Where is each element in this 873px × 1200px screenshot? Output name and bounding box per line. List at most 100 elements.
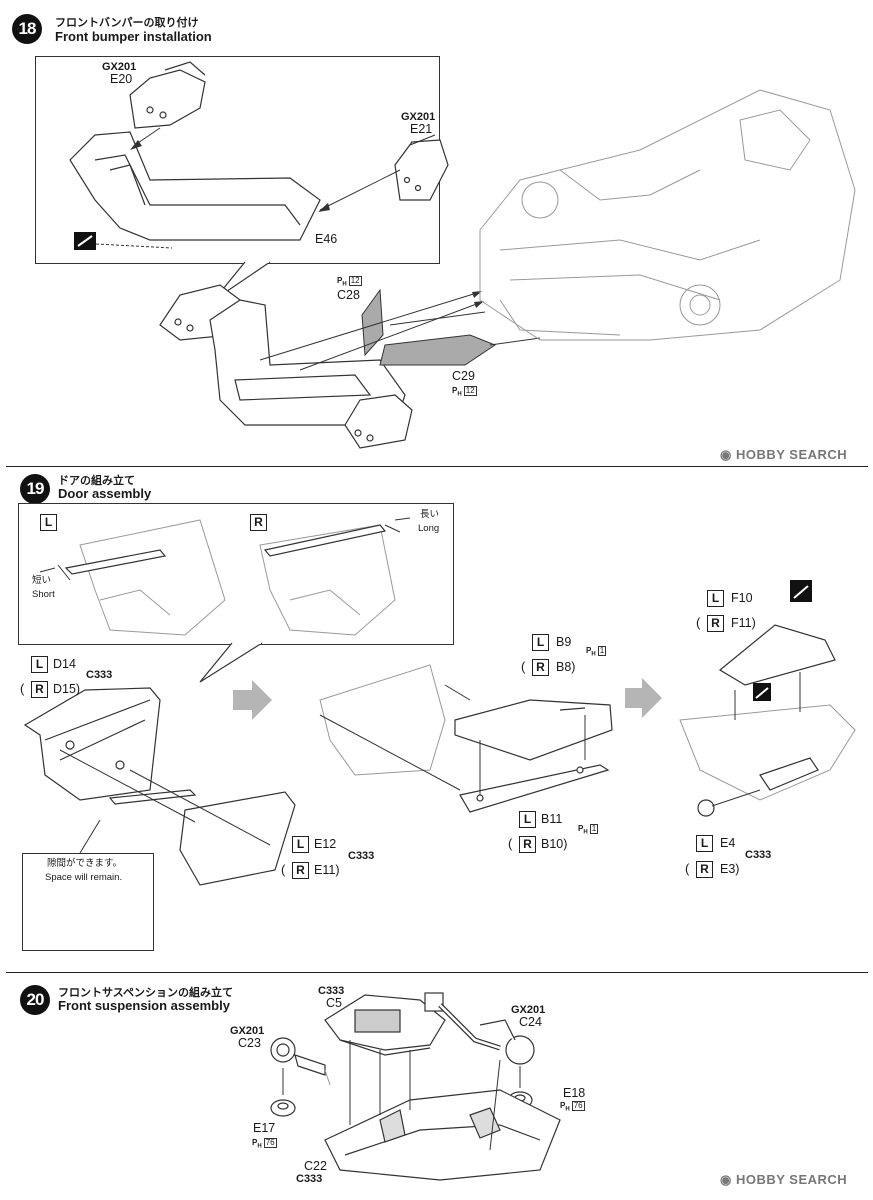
part-e17-drawing [270, 1099, 296, 1117]
c5-color-code: C333 [318, 985, 345, 997]
part-e11-right-tag: R [292, 862, 309, 879]
long-label-jp: 長い [420, 509, 440, 520]
c24-color-code: GX201 [511, 1004, 546, 1016]
part-b8-right-tag: R [532, 659, 549, 676]
c29-page-number: 12 [463, 386, 477, 396]
callout-right-tag: R [250, 514, 267, 531]
part-d14-color: C333 [86, 669, 113, 681]
c24-part-label: C24 [519, 1015, 542, 1029]
step-20-title-jp: フロントサスペンションの組み立て [58, 987, 234, 999]
part-f10-left-tag: L [707, 590, 724, 607]
c22-part-label: C22 [304, 1159, 327, 1173]
part-e3-label: E3) [720, 862, 740, 876]
e17-part-label: E17 [253, 1121, 276, 1135]
assembled-bumper-drawing [159, 284, 413, 449]
part-e21-drawing [394, 134, 449, 201]
part-d14-label: D14 [53, 657, 76, 671]
part-d15-right-tag: R [31, 681, 48, 698]
watermark-logo-icon: ◉ [720, 447, 736, 462]
part-e12-color: C333 [348, 850, 375, 862]
e20-color-code: GX201 [102, 61, 137, 73]
watermark-top: ◉ HOBBY SEARCH [720, 447, 848, 462]
e21-color-code: GX201 [401, 111, 436, 123]
part-b8-label: B8) [556, 660, 576, 674]
part-d15-label: D15) [53, 682, 81, 696]
part-c22-drawing [324, 1089, 561, 1181]
step-19-number: 19 [20, 474, 50, 504]
part-d14-left-tag: L [31, 656, 48, 673]
short-label-en: Short [32, 589, 55, 600]
e17-page-number: 76 [263, 1138, 277, 1148]
step-18-title-jp: フロントバンパーの取り付け [55, 17, 199, 29]
part-b11-left-tag: L [519, 811, 536, 828]
e20-part-label: E20 [110, 72, 133, 86]
watermark-bottom: ◉ HOBBY SEARCH [720, 1172, 848, 1187]
step-18-number: 18 [12, 14, 42, 44]
step-20-number: 20 [20, 985, 50, 1015]
c23-color-code: GX201 [230, 1025, 265, 1037]
space-note-jp: 隙間ができます。 [47, 858, 123, 869]
page-marker: P [337, 276, 343, 285]
part-d15-open-paren: ( [20, 681, 25, 696]
space-note-en: Space will remain. [45, 872, 123, 883]
part-b9-left-tag: L [532, 634, 549, 651]
part-e4-left-tag: L [696, 835, 713, 852]
door-c-drawing [679, 704, 856, 801]
step-20-title-en: Front suspension assembly [58, 998, 230, 1013]
part-f11-label: F11) [731, 616, 756, 630]
short-label-jp: 短い [32, 575, 52, 586]
part-f11-right-tag: R [707, 615, 724, 632]
b11-page-number: 1 [589, 824, 599, 834]
step-arrow-2 [625, 678, 662, 718]
part-b10-label: B10) [541, 837, 568, 851]
b9-page-number: 1 [597, 646, 607, 656]
space-note-box: 隙間ができます。 Space will remain. [22, 853, 154, 951]
callout-left-tag: L [40, 514, 57, 531]
part-f10-label: F10 [731, 591, 753, 605]
part-b11-label: B11 [541, 812, 563, 826]
c28-part-label: C28 [337, 288, 360, 302]
watermark-logo-icon: ◉ [720, 1172, 736, 1187]
step-19-title-en: Door assembly [58, 486, 152, 501]
part-c5-drawing [324, 994, 446, 1056]
chassis-drawing [479, 89, 856, 341]
e46-part-label: E46 [315, 232, 338, 246]
e21-part-label: E21 [410, 122, 433, 136]
part-b8-open-paren: ( [521, 659, 526, 674]
part-e12-label: E12 [314, 837, 337, 851]
step-19-divider [6, 466, 868, 467]
part-e3-right-tag: R [696, 861, 713, 878]
part-f11-open-paren: ( [696, 615, 701, 630]
part-e4-color: C333 [745, 849, 772, 861]
long-label-en: Long [418, 523, 440, 534]
c5-part-label: C5 [326, 996, 342, 1010]
c23-part-label: C23 [238, 1036, 261, 1050]
part-b10-right-tag: R [519, 836, 536, 853]
part-e11-open-paren: ( [281, 862, 286, 877]
c28-page-number: 12 [348, 276, 362, 286]
c22-color-code: C333 [296, 1173, 323, 1185]
c29-part-label: C29 [452, 369, 475, 383]
e18-part-label: E18 [563, 1086, 586, 1100]
part-e20-drawing [129, 61, 206, 129]
step-20-divider [6, 972, 868, 973]
part-b10-open-paren: ( [508, 836, 513, 851]
part-e4-label: E4 [720, 836, 736, 850]
part-e11-label: E11) [314, 863, 340, 877]
part-e12-left-tag: L [292, 836, 309, 853]
step-18-title-en: Front bumper installation [55, 29, 212, 44]
part-e46-drawing [69, 131, 321, 241]
part-b9-label: B9 [556, 635, 572, 649]
step-arrow-1 [233, 680, 272, 720]
e18-page-number: 76 [571, 1101, 585, 1111]
part-e3-open-paren: ( [685, 861, 690, 876]
